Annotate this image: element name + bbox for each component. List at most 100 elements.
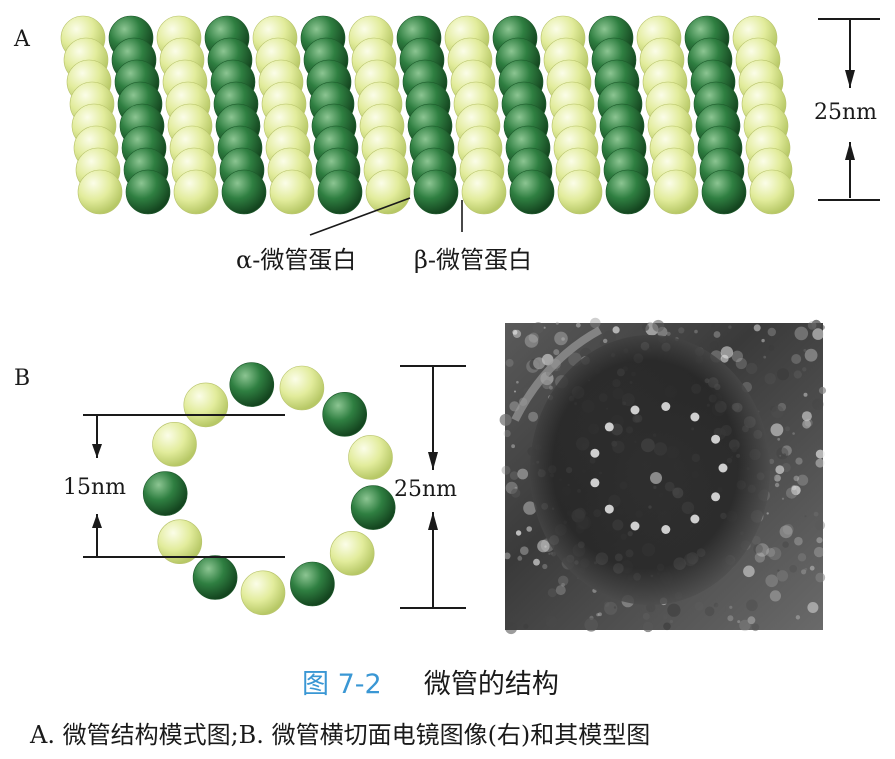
noise-speckle	[555, 321, 559, 325]
noise-speckle	[694, 329, 698, 334]
noise-speckle	[814, 520, 826, 531]
figure-heading: 图 7-2 微管的结构	[302, 662, 559, 701]
noise-speckle	[803, 348, 807, 352]
alpha-tubulin-sphere	[77, 169, 123, 215]
noise-speckle	[774, 482, 780, 488]
noise-speckle	[802, 419, 811, 429]
noise-speckle	[547, 588, 557, 598]
noise-speckle	[642, 323, 650, 331]
noise-speckle	[528, 332, 539, 343]
noise-speckle	[777, 368, 789, 381]
noise-speckle	[713, 602, 719, 608]
noise-speckle	[523, 501, 537, 515]
noise-speckle	[667, 603, 681, 617]
noise-speckle	[768, 345, 775, 351]
noise-speckle	[528, 411, 539, 422]
noise-speckle	[797, 553, 807, 562]
noise-speckle	[694, 601, 704, 612]
noise-speckle	[763, 355, 767, 359]
noise-speckle	[779, 454, 782, 457]
noise-speckle	[766, 547, 776, 558]
noise-speckle	[584, 618, 598, 632]
alpha-tubulin-sphere	[749, 169, 795, 215]
noise-speckle	[711, 323, 716, 328]
noise-speckle	[666, 331, 671, 336]
noise-speckle	[554, 331, 568, 346]
noise-speckle	[767, 327, 776, 337]
noise-speckle	[505, 622, 517, 635]
figure-number: 图 7-2	[302, 669, 382, 700]
noise-speckle	[792, 432, 795, 435]
beta-tubulin-sphere	[290, 561, 335, 607]
panel-b-inner-diameter-label: 15nm	[63, 475, 127, 500]
noise-speckle	[765, 574, 778, 588]
electron-micrograph	[499, 317, 827, 635]
noise-speckle	[558, 575, 569, 586]
noise-speckle	[811, 319, 822, 330]
noise-speckle	[777, 569, 780, 572]
beta-tubulin-label: β-微管蛋白	[414, 246, 532, 274]
noise-speckle	[791, 354, 802, 364]
noise-speckle	[575, 322, 581, 328]
panel-a-diameter-label: 25nm	[814, 100, 878, 125]
noise-speckle	[754, 552, 766, 563]
noise-speckle	[753, 324, 761, 332]
beta-tubulin-sphere	[192, 555, 238, 600]
alpha-tubulin-sphere	[152, 421, 197, 467]
noise-speckle	[662, 614, 668, 620]
micrograph-protofilament-dot	[604, 504, 614, 514]
alpha-pointer-line	[309, 197, 411, 236]
noise-speckle	[532, 322, 544, 334]
noise-speckle	[809, 565, 815, 571]
micrograph-protofilament-dot	[630, 521, 640, 531]
noise-speckle	[642, 621, 654, 633]
micrograph-protofilament-dot	[690, 412, 700, 422]
noise-speckle	[755, 543, 769, 557]
alpha-tubulin-sphere	[461, 169, 507, 215]
noise-speckle	[548, 552, 551, 555]
noise-speckle	[545, 615, 558, 628]
noise-speckle	[791, 485, 797, 491]
noise-speckle	[646, 602, 656, 613]
noise-speckle	[751, 535, 761, 545]
micrograph-protofilament-dot	[590, 478, 600, 488]
micrograph-protofilament-dot	[661, 525, 671, 534]
noise-speckle	[731, 350, 743, 362]
noise-speckle	[794, 326, 809, 341]
micrograph-protofilament-dot	[711, 434, 721, 444]
noise-speckle	[517, 468, 529, 480]
noise-speckle	[713, 331, 721, 338]
noise-speckle	[613, 606, 617, 609]
noise-speckle	[815, 449, 825, 459]
noise-speckle	[804, 567, 808, 571]
beta-tubulin-sphere	[229, 362, 275, 407]
noise-speckle	[604, 601, 610, 607]
noise-speckle	[511, 488, 521, 498]
noise-speckle	[511, 444, 515, 449]
noise-speckle	[818, 386, 827, 395]
noise-speckle	[727, 615, 734, 622]
micrograph-protofilament-dot	[630, 405, 640, 415]
noise-speckle	[561, 582, 565, 587]
noise-speckle	[782, 523, 794, 535]
noise-speckle	[801, 569, 807, 575]
noise-speckle	[604, 601, 618, 615]
noise-speckle	[820, 325, 825, 330]
noise-speckle	[663, 622, 671, 631]
noise-speckle	[816, 537, 823, 544]
noise-speckle	[714, 602, 726, 614]
noise-speckle	[793, 370, 802, 379]
micrograph-protofilament-dot	[690, 514, 700, 524]
alpha-tubulin-sphere	[279, 365, 325, 411]
noise-speckle	[747, 616, 756, 625]
beta-tubulin-sphere	[221, 169, 267, 215]
noise-speckle	[813, 511, 819, 517]
figure-caption: A. 微管结构模式图;B. 微管横切面电镜图像(右)和其模型图	[30, 721, 651, 749]
micrograph-protofilament-dot	[718, 463, 728, 473]
noise-speckle	[807, 321, 817, 330]
micrograph-protofilament-dot	[711, 492, 721, 502]
noise-speckle	[771, 405, 784, 419]
alpha-tubulin-label: α-微管蛋白	[236, 246, 357, 274]
microtubule-cross-section-model	[142, 362, 396, 616]
